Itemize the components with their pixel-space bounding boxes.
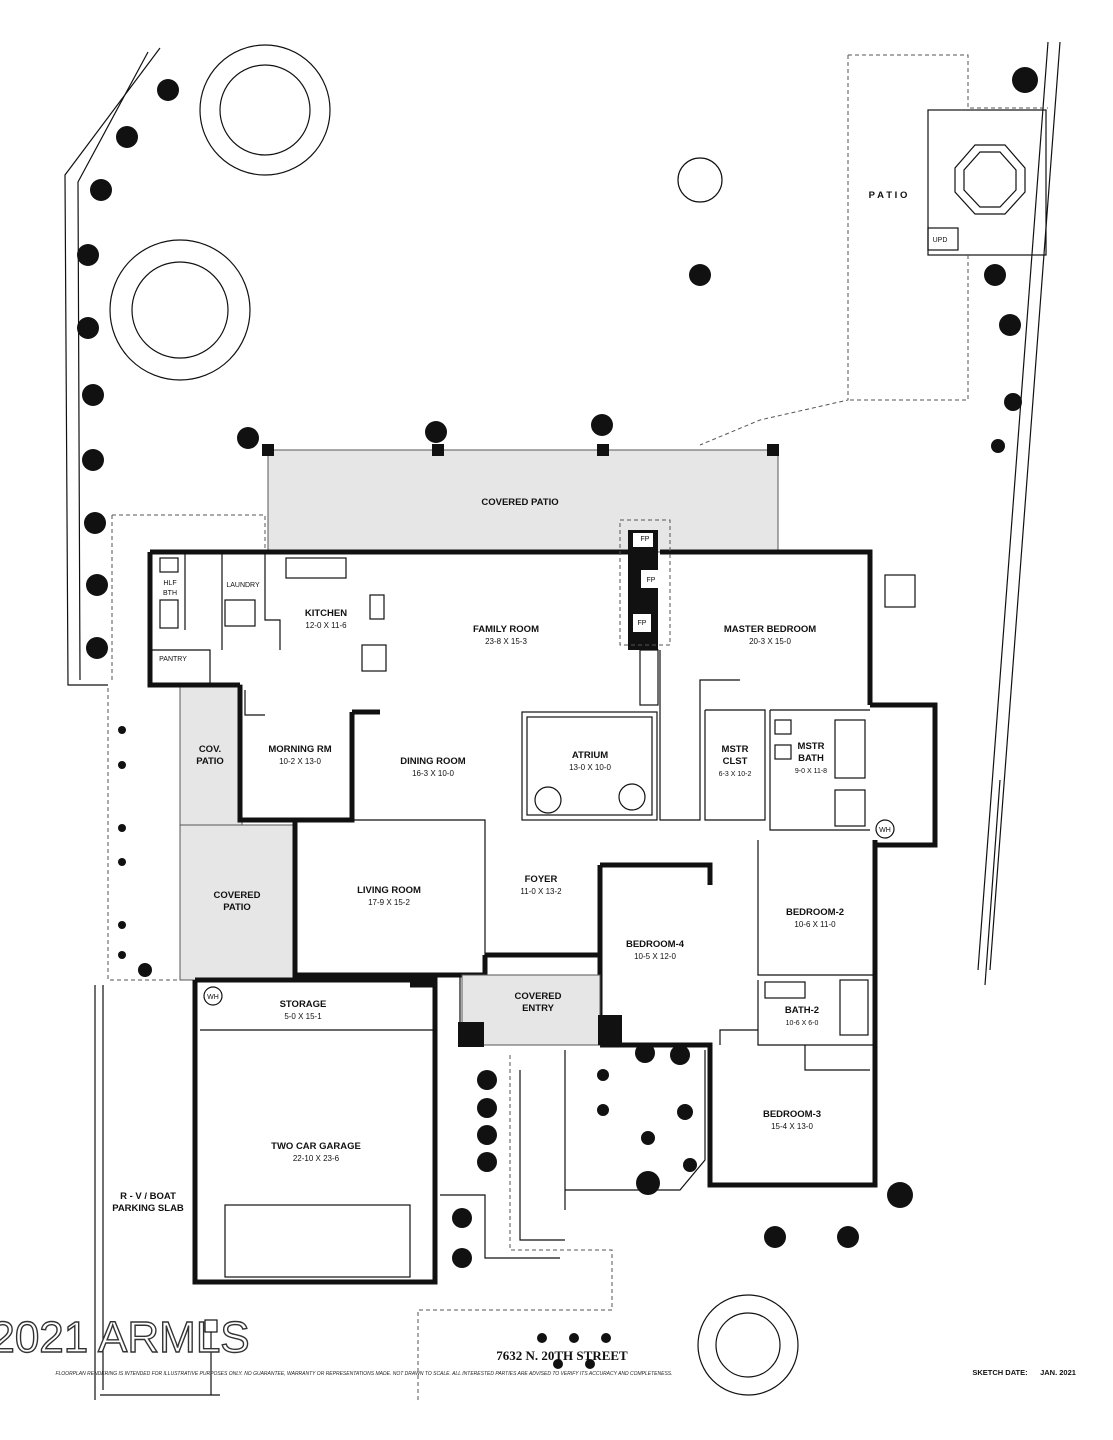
morning-rm-label: MORNING RM — [268, 744, 331, 755]
family-room-label: FAMILY ROOM — [473, 624, 539, 635]
mstr-bath-dim: 9-0 X 11-8 — [795, 768, 827, 775]
wh-label-1: WH — [879, 827, 891, 834]
covered-patio-side-area — [179, 824, 296, 981]
disclaimer: FLOORPLAN RENDERING IS INTENDED FOR ILLU… — [55, 1371, 672, 1377]
fp-label-1: FP — [641, 536, 650, 543]
mstr-clst-label-2: CLST — [723, 756, 748, 767]
bedroom-2-dim: 10-6 X 11-0 — [794, 920, 836, 929]
mstr-bath-label-2: BATH — [798, 753, 824, 764]
dining-room-dim: 16-3 X 10-0 — [412, 769, 454, 778]
patio-label: P A T I O — [869, 190, 908, 201]
bedroom-3-dim: 15-4 X 13-0 — [771, 1122, 813, 1131]
rv-slab-label: R - V / BOAT — [120, 1191, 176, 1202]
garage-label: TWO CAR GARAGE — [271, 1141, 361, 1152]
mstr-bath-label: MSTR — [798, 741, 825, 752]
cov-patio-label-2: PATIO — [196, 756, 224, 767]
master-bedroom-label: MASTER BEDROOM — [724, 624, 816, 635]
laundry-label: LAUNDRY — [226, 582, 260, 589]
mstr-clst-dim: 6-3 X 10-2 — [719, 771, 752, 778]
sketch-date-label: SKETCH DATE: — [972, 1368, 1027, 1377]
storage-label: STORAGE — [280, 999, 327, 1010]
pantry-label: PANTRY — [159, 656, 187, 663]
living-room-label: LIVING ROOM — [357, 885, 421, 896]
watermark: 2021 ARMLS — [0, 1313, 250, 1362]
mstr-clst-label: MSTR — [722, 744, 749, 755]
covered-patio-top-label: COVERED PATIO — [481, 497, 558, 508]
trees — [109, 44, 799, 1396]
covered-entry-label: COVERED — [515, 991, 562, 1002]
storage-dim: 5-0 X 15-1 — [284, 1012, 322, 1021]
wh-label-2: WH — [207, 994, 219, 1001]
bedroom-3-label: BEDROOM-3 — [763, 1109, 821, 1120]
living-room-dim: 17-9 X 15-2 — [368, 898, 410, 907]
atrium-dim: 13-0 X 10-0 — [569, 763, 611, 772]
covered-entry-label-2: ENTRY — [522, 1003, 555, 1014]
hlf-bth-label-2: BTH — [163, 590, 177, 597]
garage-dim: 22-10 X 23-6 — [293, 1154, 340, 1163]
covered-patio-side-label: COVERED — [214, 890, 261, 901]
fixtures — [159, 557, 916, 1036]
cov-patio-area — [179, 684, 243, 826]
kitchen-label: KITCHEN — [305, 608, 347, 619]
family-room-dim: 23-8 X 15-3 — [485, 637, 527, 646]
back-patio-outline — [699, 54, 1048, 446]
kitchen-dim: 12-0 X 11-6 — [305, 621, 347, 630]
hlf-bth-label: HLF — [163, 580, 176, 587]
bedroom-2-label: BEDROOM-2 — [786, 907, 844, 918]
bedroom-4-dim: 10-5 X 12-0 — [634, 952, 676, 961]
fp-label-2: FP — [647, 577, 656, 584]
upd-label: UPD — [933, 237, 948, 244]
sketch-date: JAN. 2021 — [1040, 1368, 1076, 1377]
dining-room-label: DINING ROOM — [400, 756, 466, 767]
fp-label-3: FP — [638, 620, 647, 627]
fireplace — [619, 519, 671, 650]
foyer-label: FOYER — [525, 874, 558, 885]
address: 7632 N. 20TH STREET — [496, 1348, 628, 1363]
entry-walkway — [224, 974, 706, 1400]
cov-patio-label: COV. — [199, 744, 221, 755]
atrium-label: ATRIUM — [572, 750, 608, 761]
foyer-dim: 11-0 X 13-2 — [520, 887, 562, 896]
shrubs — [77, 67, 1038, 1369]
bath-2-label: BATH-2 — [785, 1005, 819, 1016]
bath-2-dim: 10-6 X 6-0 — [786, 1020, 819, 1027]
rv-slab-label-2: PARKING SLAB — [112, 1203, 184, 1214]
covered-patio-side-label-2: PATIO — [223, 902, 251, 913]
interior-walls — [150, 552, 875, 1071]
lot-boundary — [64, 41, 1061, 1400]
bedroom-4-label: BEDROOM-4 — [626, 939, 685, 950]
morning-rm-dim: 10-2 X 13-0 — [279, 757, 321, 766]
master-bedroom-dim: 20-3 X 15-0 — [749, 637, 791, 646]
